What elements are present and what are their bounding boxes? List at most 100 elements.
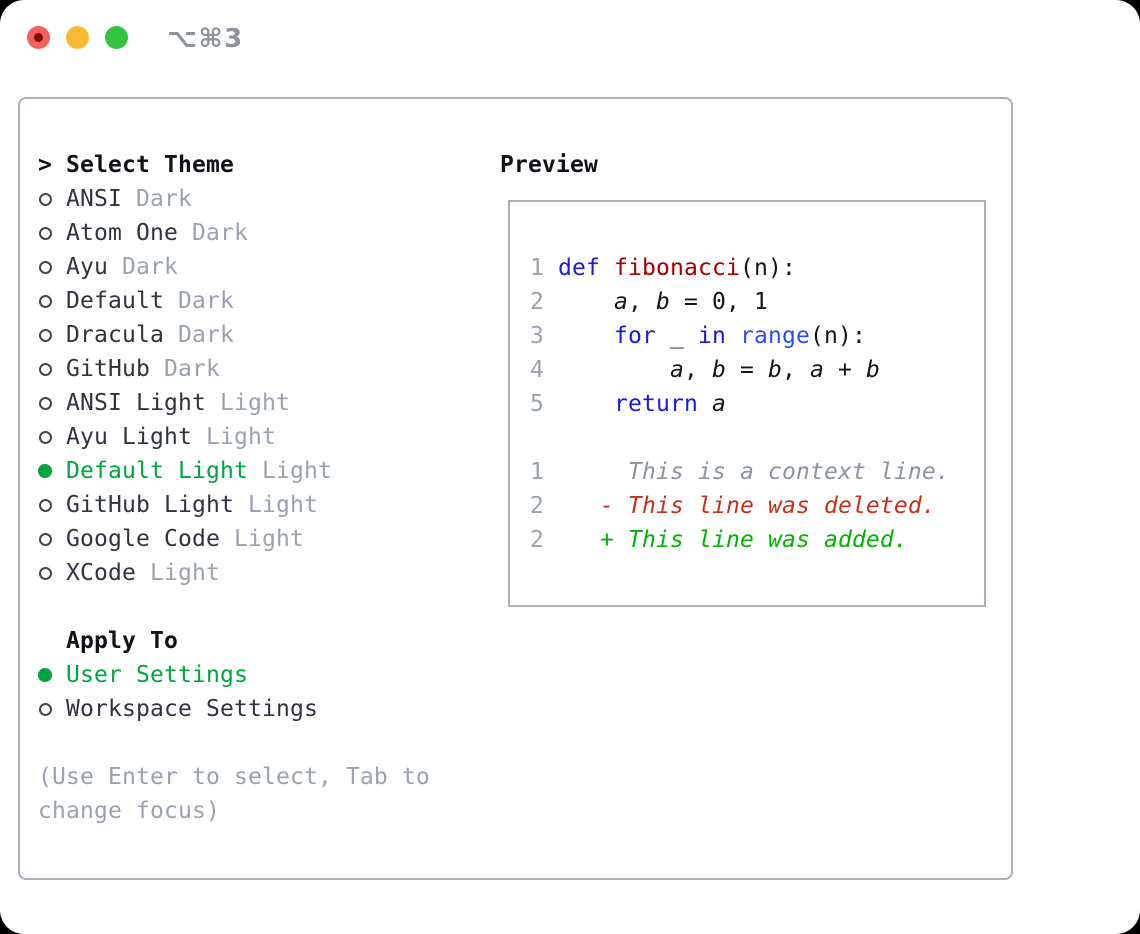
theme-name: ANSI — [66, 186, 122, 212]
code-token: range — [740, 323, 810, 349]
radio-selected-icon — [38, 464, 52, 478]
code-token: _ — [656, 323, 698, 349]
code-token: 3 — [530, 323, 558, 349]
theme-name: Atom One — [66, 220, 178, 246]
theme-variant: Dark — [177, 322, 234, 348]
radio-icon — [39, 192, 52, 206]
radio-cell — [38, 192, 66, 206]
theme-name: Ayu Light — [66, 424, 192, 450]
radio-icon — [39, 396, 52, 410]
code-token: b — [865, 357, 880, 383]
radio-cell — [38, 702, 66, 716]
code-line: 1 This is a context line. — [530, 455, 984, 489]
code-token — [558, 391, 614, 417]
code-line: 2 - This line was deleted. — [530, 489, 984, 523]
radio-cell — [38, 328, 66, 342]
code-token: - This line was deleted. — [544, 493, 936, 519]
theme-variant: Dark — [191, 220, 248, 246]
theme-option-google-code[interactable]: Google Code Light — [38, 522, 430, 556]
radio-cell — [38, 566, 66, 580]
theme-name: ANSI Light — [66, 390, 206, 416]
code-token: b — [711, 357, 726, 383]
radio-icon — [39, 362, 52, 376]
code-token: This is a context line. — [544, 459, 950, 485]
code-token: 4 — [530, 357, 558, 383]
code-token — [558, 323, 614, 349]
code-token: 2 — [530, 289, 558, 315]
hint-text-line1: (Use Enter to select, Tab to — [38, 764, 430, 790]
code-token: return — [614, 391, 698, 417]
code-token — [558, 289, 614, 315]
apply-option-label: Workspace Settings — [66, 696, 318, 722]
code-token: a — [809, 357, 824, 383]
radio-icon — [39, 532, 52, 546]
code-token: = 0, 1 — [670, 289, 768, 315]
code-token — [726, 323, 740, 349]
theme-variant: Light — [150, 560, 220, 586]
select-theme-title: Select Theme — [66, 152, 234, 178]
code-token: def — [558, 255, 600, 281]
radio-cell — [38, 260, 66, 274]
code-token: a — [711, 391, 726, 417]
preview-header: Preview — [500, 148, 598, 182]
spacer — [38, 726, 430, 760]
radio-selected-icon — [38, 668, 52, 682]
radio-cell — [38, 396, 66, 410]
theme-name: Default Light — [66, 458, 248, 484]
theme-name: XCode — [66, 560, 136, 586]
code-token: 1 — [530, 255, 558, 281]
code-token: a — [669, 357, 684, 383]
hint-text-line2: change focus) — [38, 798, 220, 824]
radio-cell — [38, 430, 66, 444]
radio-icon — [39, 702, 52, 716]
theme-option-ansi-light[interactable]: ANSI Light Light — [38, 386, 430, 420]
theme-variant: Light — [233, 526, 304, 552]
radio-icon — [39, 566, 52, 580]
theme-variant: Dark — [122, 254, 178, 280]
code-line: 5 return a — [530, 387, 984, 421]
minimize-button[interactable] — [66, 26, 89, 49]
apply-option-user-settings[interactable]: User Settings — [38, 658, 430, 692]
theme-variant: Light — [219, 390, 290, 416]
theme-variant: Light — [261, 458, 332, 484]
code-token: a — [614, 289, 628, 315]
theme-variant: Light — [247, 492, 318, 518]
apply-option-workspace-settings[interactable]: Workspace Settings — [38, 692, 430, 726]
code-line: 2 + This line was added. — [530, 523, 984, 557]
radio-icon — [39, 498, 52, 512]
radio-cell — [38, 498, 66, 512]
code-token: + This line was added. — [544, 527, 908, 553]
close-button[interactable] — [27, 26, 50, 49]
theme-option-default-light[interactable]: Default Light Light — [38, 454, 430, 488]
code-token — [558, 357, 670, 383]
code-token: 5 — [530, 391, 558, 417]
theme-option-xcode[interactable]: XCode Light — [38, 556, 430, 590]
code-token — [600, 255, 614, 281]
code-token: (n): — [810, 323, 866, 349]
code-line — [530, 421, 984, 455]
code-token: 2 — [530, 527, 544, 553]
maximize-button[interactable] — [105, 26, 128, 49]
spacer — [38, 590, 430, 624]
radio-cell — [38, 294, 66, 308]
radio-cell — [38, 668, 66, 682]
apply-to-title: Apply To — [66, 628, 178, 654]
radio-icon — [39, 294, 52, 308]
code-line: 3 for _ in range(n): — [530, 319, 984, 353]
theme-option-atom-one[interactable]: Atom One Dark — [38, 216, 430, 250]
theme-name: Google Code — [66, 526, 220, 552]
theme-variant: Dark — [163, 356, 220, 382]
code-token: , — [781, 357, 810, 383]
code-line: 4 a, b = b, a + b — [530, 353, 984, 387]
close-button-dot-icon — [34, 33, 43, 42]
